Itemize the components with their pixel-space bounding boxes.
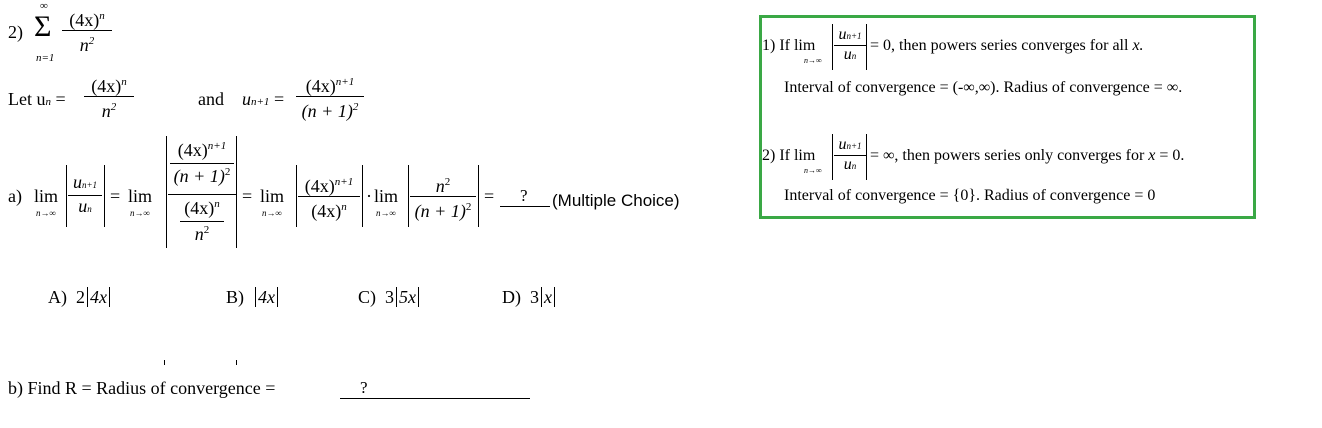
let-un-label: Let un = bbox=[8, 89, 66, 109]
equals-1: = bbox=[110, 186, 121, 206]
rule2-bar-left bbox=[832, 134, 833, 180]
rule2-prefix: 2) If lim bbox=[762, 147, 816, 164]
multiple-choice-note: (Multiple Choice) bbox=[552, 191, 680, 210]
part-b-text: b) Find R = Radius of convergence = bbox=[8, 378, 276, 398]
lim-4: lim bbox=[374, 186, 399, 206]
abs-bar-right-4 bbox=[478, 165, 479, 227]
rule2-lim-sub: n→∞ bbox=[804, 166, 822, 175]
abs-bar-left-1 bbox=[66, 165, 67, 227]
answer-a: ? bbox=[520, 186, 528, 205]
dot-operator: · bbox=[366, 186, 372, 206]
sigma-upper-limit: ∞ bbox=[40, 0, 48, 12]
series-term-fraction: (4x)n n2 bbox=[62, 6, 112, 55]
lim-1-sub: n→∞ bbox=[36, 208, 56, 218]
big-den-bot: n2 bbox=[194, 224, 210, 244]
answer-blank-b[interactable] bbox=[340, 398, 530, 399]
big-den-top: (4x)n bbox=[184, 198, 220, 218]
equals-3: = bbox=[484, 186, 495, 206]
big-num-top: (4x)n+1 bbox=[177, 140, 227, 160]
rule1-bar-left bbox=[832, 24, 833, 70]
rule1-result: = 0, then powers series converges for al… bbox=[870, 37, 1144, 54]
abs-bar-left-4 bbox=[408, 165, 409, 227]
problem-number: 2) bbox=[8, 22, 23, 42]
lim-4-sub: n→∞ bbox=[376, 208, 396, 218]
part-a-label: a) bbox=[8, 186, 22, 206]
lim-3: lim bbox=[260, 186, 285, 206]
big-den-inner-line bbox=[180, 221, 224, 222]
abs-bar-left-2 bbox=[166, 136, 167, 248]
lim-1: lim bbox=[34, 186, 59, 206]
second-fraction: n2 (n + 1)2 bbox=[410, 172, 476, 221]
answer-blank-a[interactable] bbox=[500, 206, 550, 207]
rule1-lim-sub: n→∞ bbox=[804, 56, 822, 65]
lim-3-sub: n→∞ bbox=[262, 208, 282, 218]
rule2-bar-right bbox=[866, 134, 867, 180]
choice-b[interactable]: B) 4x bbox=[226, 287, 278, 308]
reference-box bbox=[759, 15, 1256, 219]
abs-bar-right-3 bbox=[362, 165, 363, 227]
rule1-prefix: 1) If lim bbox=[762, 37, 816, 54]
equals-2: = bbox=[242, 186, 253, 206]
abs-bar-right-2 bbox=[236, 136, 237, 248]
un1-fraction: (4x)n+1 (n + 1)2 bbox=[296, 72, 364, 121]
rule1-ratio: un+1 un bbox=[834, 26, 866, 65]
rule2-interval: Interval of convergence = {0}. Radius of… bbox=[784, 187, 1156, 204]
un1-label: un+1 = bbox=[242, 89, 285, 109]
ratio-fraction: un+1 un bbox=[68, 172, 102, 219]
split-fraction: (4x)n+1 (4x)n bbox=[298, 172, 360, 221]
abs-bar-left-3 bbox=[296, 165, 297, 227]
big-num-inner-line bbox=[170, 163, 234, 164]
rule1-interval: Interval of convergence = (-∞,∞). Radius… bbox=[784, 79, 1183, 96]
and-text: and bbox=[198, 89, 224, 109]
sigma-symbol: Σ bbox=[34, 10, 52, 43]
tick-mark-2 bbox=[236, 360, 237, 365]
big-num-bot: (n + 1)2 bbox=[173, 166, 231, 186]
big-main-line bbox=[168, 194, 236, 195]
un-fraction: (4x)n n2 bbox=[84, 72, 134, 121]
rule1-bar-right bbox=[866, 24, 867, 70]
rule2-result: = ∞, then powers series only converges f… bbox=[870, 147, 1185, 164]
answer-b: ? bbox=[360, 378, 368, 397]
tick-mark-1 bbox=[164, 360, 165, 365]
rule2-ratio: un+1 un bbox=[834, 136, 866, 175]
sigma-lower-limit: n=1 bbox=[36, 52, 55, 64]
abs-bar-right-1 bbox=[104, 165, 105, 227]
lim-2-sub: n→∞ bbox=[130, 208, 150, 218]
lim-2: lim bbox=[128, 186, 153, 206]
